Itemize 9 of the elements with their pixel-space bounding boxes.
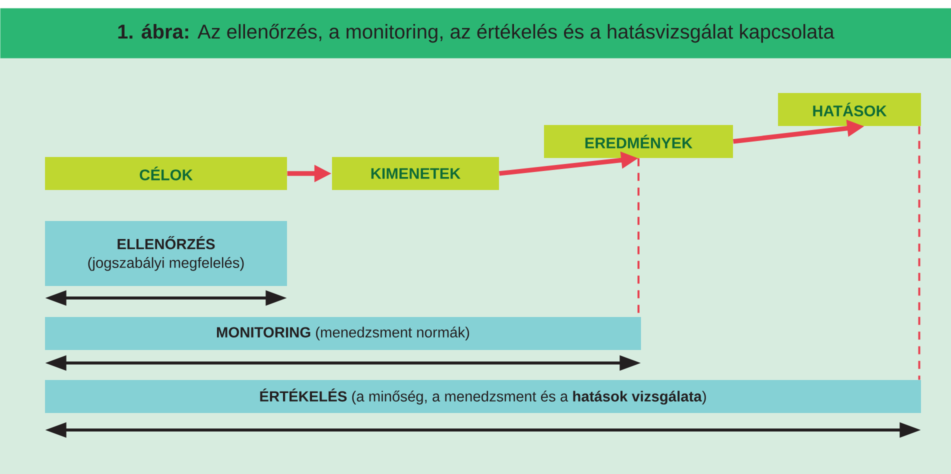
activity-box: MONITORING (menedzsment normák) [45, 317, 641, 350]
process-box: HATÁSOK [778, 93, 921, 126]
title-band: 1. ábra: Az ellenőrzés, a monitoring, az értékelés és a hatásvizsgálat kapcsolata [0, 8, 951, 58]
dashed-line [918, 126, 920, 380]
activity-box: ÉRTÉKELÉS (a minőség, a menedzsment és a hatások vizsgálata) [45, 380, 921, 413]
process-box: KIMENETEK [332, 157, 499, 190]
process-box: CÉLOK [45, 157, 287, 190]
activity-box: ELLENŐRZÉS (jogszabályi megfelelés) [45, 221, 287, 286]
process-box: EREDMÉNYEK [544, 125, 733, 158]
